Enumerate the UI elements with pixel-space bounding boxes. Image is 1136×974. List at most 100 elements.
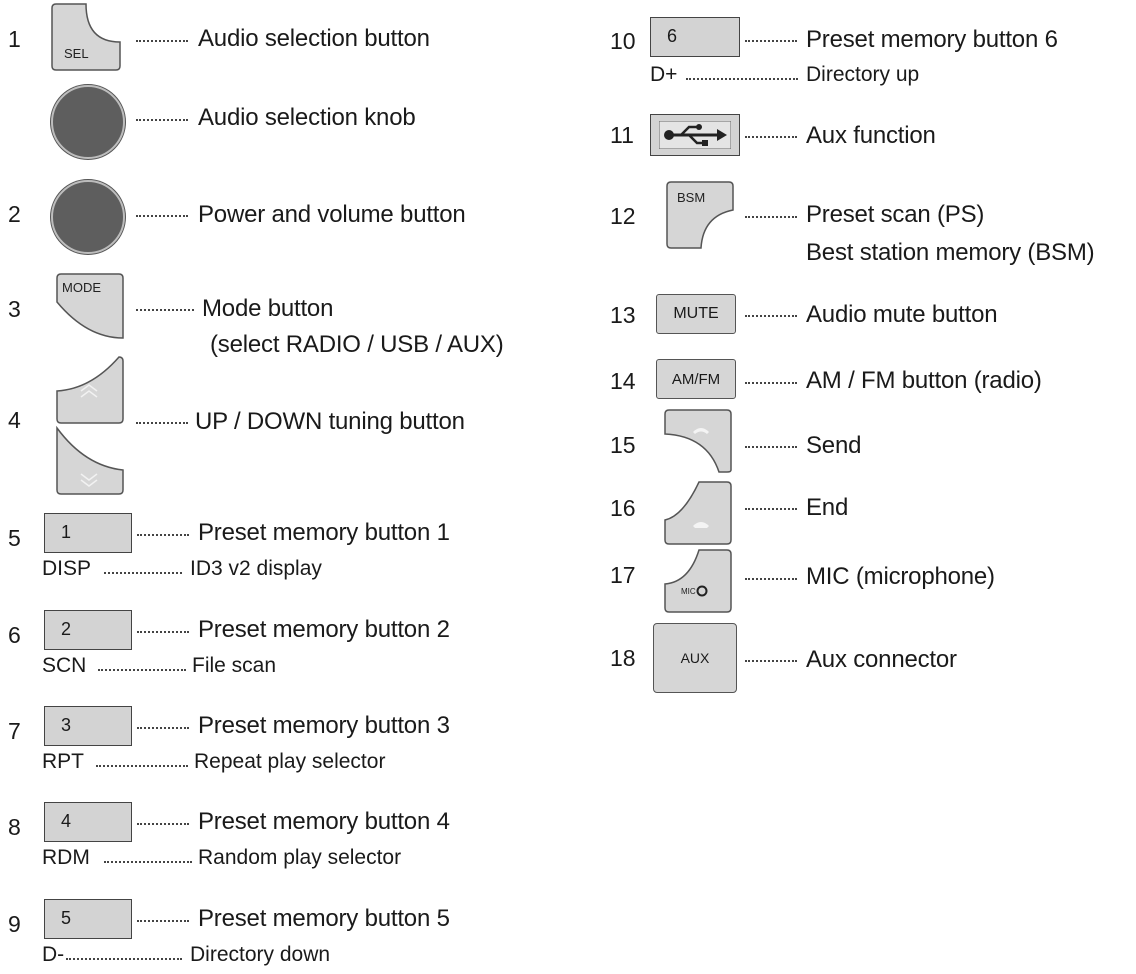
label-d-minus: Directory down xyxy=(190,943,331,966)
preset-button-1: 1 xyxy=(44,513,132,553)
leader-dots xyxy=(137,534,189,536)
label-audio-selection-button: Audio selection button xyxy=(198,25,430,52)
label-tuning-button: UP / DOWN tuning button xyxy=(195,408,465,435)
label-mute-button: Audio mute button xyxy=(806,301,998,328)
label-disp: ID3 v2 display xyxy=(190,557,322,580)
item-number-17: 17 xyxy=(610,562,636,588)
leader-dots xyxy=(745,216,797,218)
item-number-14: 14 xyxy=(610,368,636,394)
label-send: Send xyxy=(806,432,862,459)
label-scn: File scan xyxy=(192,654,277,677)
label-preset-5: Preset memory button 5 xyxy=(198,905,450,932)
end-button xyxy=(664,481,732,545)
label-preset-4: Preset memory button 4 xyxy=(198,808,450,835)
leader-dots xyxy=(104,572,182,574)
item-number-9: 9 xyxy=(8,911,21,937)
item-number-3: 3 xyxy=(8,296,21,322)
phone-end-icon xyxy=(693,522,709,528)
label-preset-2: Preset memory button 2 xyxy=(198,616,450,643)
leader-dots xyxy=(137,727,189,729)
microphone-icon xyxy=(696,585,708,597)
leader-dots xyxy=(136,215,188,217)
leader-dots xyxy=(66,958,182,960)
item-number-15: 15 xyxy=(610,432,636,458)
key-d-plus: D+ xyxy=(650,63,678,86)
leader-dots xyxy=(98,669,186,671)
label-mode-select: (select RADIO / USB / AUX) xyxy=(210,331,504,358)
usb-icon xyxy=(659,121,731,149)
preset-button-2: 2 xyxy=(44,610,132,650)
leader-dots xyxy=(136,119,188,121)
mic-button-label: MIC xyxy=(681,587,696,596)
item-number-11: 11 xyxy=(610,122,634,148)
label-mode-button: Mode button xyxy=(202,295,334,322)
phone-send-icon xyxy=(693,428,709,434)
leader-dots xyxy=(745,578,797,580)
key-disp: DISP xyxy=(42,557,92,580)
item-number-1: 1 xyxy=(8,26,21,52)
power-volume-knob xyxy=(51,180,125,254)
audio-selection-knob xyxy=(51,85,125,159)
leader-dots xyxy=(745,660,797,662)
label-best-station-memory: Best station memory (BSM) xyxy=(806,239,1095,266)
up-tuning-button xyxy=(56,356,124,424)
label-mic: MIC (microphone) xyxy=(806,563,995,590)
mode-button-label: MODE xyxy=(62,280,101,295)
item-number-7: 7 xyxy=(8,718,21,744)
label-preset-scan: Preset scan (PS) xyxy=(806,201,985,228)
key-rpt: RPT xyxy=(42,750,84,773)
leader-dots xyxy=(745,136,797,138)
label-am-fm-button: AM / FM button (radio) xyxy=(806,367,1042,394)
item-number-5: 5 xyxy=(8,525,21,551)
leader-dots xyxy=(745,446,797,448)
mode-button: MODE xyxy=(56,273,124,339)
leader-dots xyxy=(745,315,797,317)
key-scn: SCN xyxy=(42,654,87,677)
item-number-4: 4 xyxy=(8,407,21,433)
send-button xyxy=(664,409,732,473)
leader-dots xyxy=(745,382,797,384)
sel-button: SEL xyxy=(51,3,121,71)
label-preset-3: Preset memory button 3 xyxy=(198,712,450,739)
label-aux-function: Aux function xyxy=(806,122,936,149)
item-number-10: 10 xyxy=(610,28,636,54)
leader-dots xyxy=(136,40,188,42)
leader-dots xyxy=(745,508,797,510)
item-number-16: 16 xyxy=(610,495,636,521)
leader-dots xyxy=(137,920,189,922)
bsm-button: BSM xyxy=(666,181,734,249)
leader-dots xyxy=(137,823,189,825)
label-rpt: Repeat play selector xyxy=(194,750,386,773)
leader-dots xyxy=(136,309,194,311)
item-number-8: 8 xyxy=(8,814,21,840)
item-number-6: 6 xyxy=(8,622,21,648)
key-rdm: RDM xyxy=(42,846,90,869)
label-end: End xyxy=(806,494,849,521)
label-aux-connector: Aux connector xyxy=(806,646,957,673)
aux-connector: AUX xyxy=(653,623,737,693)
key-d-minus: D- xyxy=(42,943,65,966)
item-number-18: 18 xyxy=(610,645,636,671)
item-number-12: 12 xyxy=(610,203,636,229)
label-rdm: Random play selector xyxy=(198,846,402,869)
preset-button-5: 5 xyxy=(44,899,132,939)
leader-dots xyxy=(96,765,188,767)
preset-button-4: 4 xyxy=(44,802,132,842)
label-preset-1: Preset memory button 1 xyxy=(198,519,450,546)
sel-button-label: SEL xyxy=(64,46,89,61)
label-audio-selection-knob: Audio selection knob xyxy=(198,104,416,131)
mic-button: MIC xyxy=(664,549,732,613)
leader-dots xyxy=(136,422,188,424)
item-number-13: 13 xyxy=(610,302,636,328)
preset-button-6: 6 xyxy=(650,17,740,57)
label-preset-6: Preset memory button 6 xyxy=(806,26,1058,53)
am-fm-button: AM/FM xyxy=(656,359,736,399)
preset-button-3: 3 xyxy=(44,706,132,746)
leader-dots xyxy=(104,861,192,863)
leader-dots xyxy=(137,631,189,633)
label-d-plus: Directory up xyxy=(806,63,920,86)
leader-dots xyxy=(686,78,798,80)
mute-button: MUTE xyxy=(656,294,736,334)
down-tuning-button xyxy=(56,425,124,495)
label-power-volume: Power and volume button xyxy=(198,201,466,228)
